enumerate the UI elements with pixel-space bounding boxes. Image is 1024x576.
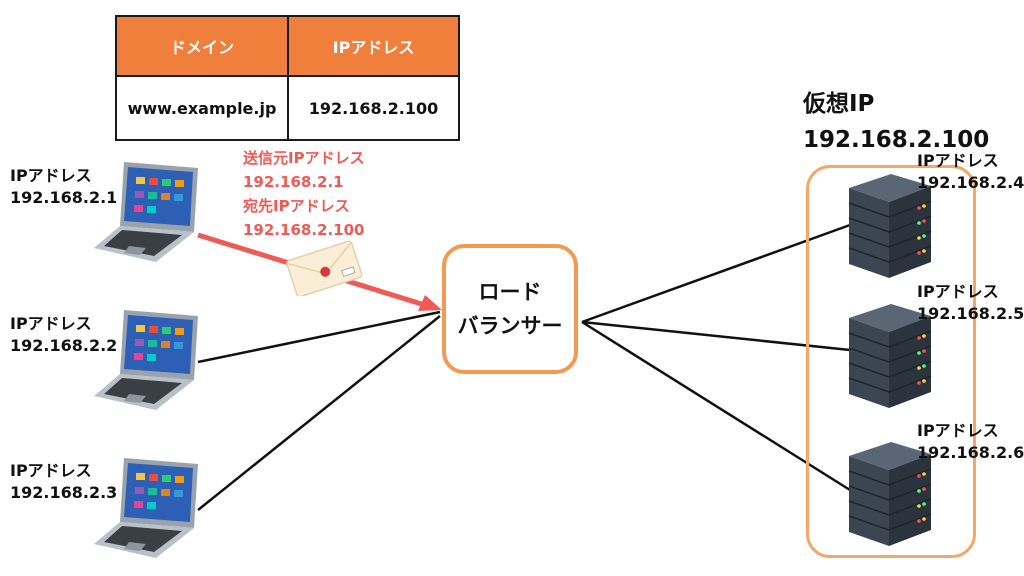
laptop-icon	[94, 162, 198, 262]
server-rack-icon	[848, 442, 932, 546]
virtual-ip: 仮想IP 192.168.2.100	[803, 86, 989, 158]
table-header-row: ドメイン IPアドレス	[115, 15, 460, 77]
client3-label-text: IPアドレス	[10, 461, 92, 480]
server3-link	[581, 320, 851, 492]
client3-ip: 192.168.2.3	[10, 483, 118, 502]
server2-link	[581, 320, 851, 352]
client1-ip: 192.168.2.1	[10, 188, 118, 207]
server2-label-text: IPアドレス	[917, 282, 999, 301]
server1-ip: 192.168.2.4	[917, 173, 1024, 192]
load-balancer-box: ロード バランサー	[442, 244, 578, 374]
server-pool-box	[806, 165, 976, 558]
load-balancer-line2: バランサー	[457, 314, 563, 338]
envelope-icon	[286, 240, 363, 296]
ip-cell: 192.168.2.100	[287, 75, 460, 141]
ip-header: IPアドレス	[287, 15, 460, 77]
client2-label-text: IPアドレス	[10, 314, 92, 333]
domain-cell: www.example.jp	[115, 75, 289, 141]
server1-label: IPアドレス 192.168.2.4	[917, 150, 1024, 194]
server2-label: IPアドレス 192.168.2.5	[917, 281, 1024, 325]
server3-ip: 192.168.2.6	[917, 443, 1024, 462]
virtual-ip-address: 192.168.2.100	[803, 127, 990, 153]
virtual-ip-label: 仮想IP	[803, 91, 875, 117]
server2-ip: 192.168.2.5	[917, 304, 1024, 323]
client1-label-text: IPアドレス	[10, 166, 92, 185]
packet-arrowhead	[418, 295, 442, 311]
server3-label-text: IPアドレス	[917, 421, 999, 440]
packet-dst-ip: 192.168.2.100	[243, 221, 365, 239]
client2-label: IPアドレス 192.168.2.2	[10, 313, 117, 357]
client2-link	[197, 310, 441, 364]
client3-label: IPアドレス 192.168.2.3	[10, 460, 117, 504]
server1-link	[581, 223, 851, 324]
packet-src-ip: 192.168.2.1	[243, 173, 344, 191]
server-rack-icon	[848, 174, 932, 278]
server1-label-text: IPアドレス	[917, 151, 999, 170]
server-rack-icon	[848, 304, 932, 408]
domain-ip-table: ドメイン IPアドレス www.example.jp 192.168.2.100	[115, 15, 460, 141]
domain-header: ドメイン	[115, 15, 289, 77]
client3-link	[197, 315, 441, 511]
server3-label: IPアドレス 192.168.2.6	[917, 420, 1024, 464]
laptop-icon	[94, 310, 198, 410]
table-row: www.example.jp 192.168.2.100	[115, 75, 460, 141]
client2-ip: 192.168.2.2	[10, 336, 118, 355]
packet-src-label: 送信元IPアドレス	[243, 149, 365, 167]
laptop-icon	[94, 458, 198, 558]
client1-label: IPアドレス 192.168.2.1	[10, 165, 117, 209]
load-balancer-line1: ロード	[478, 280, 542, 304]
packet-info: 送信元IPアドレス 192.168.2.1 宛先IPアドレス 192.168.2…	[243, 146, 365, 242]
packet-dst-label: 宛先IPアドレス	[243, 197, 350, 215]
